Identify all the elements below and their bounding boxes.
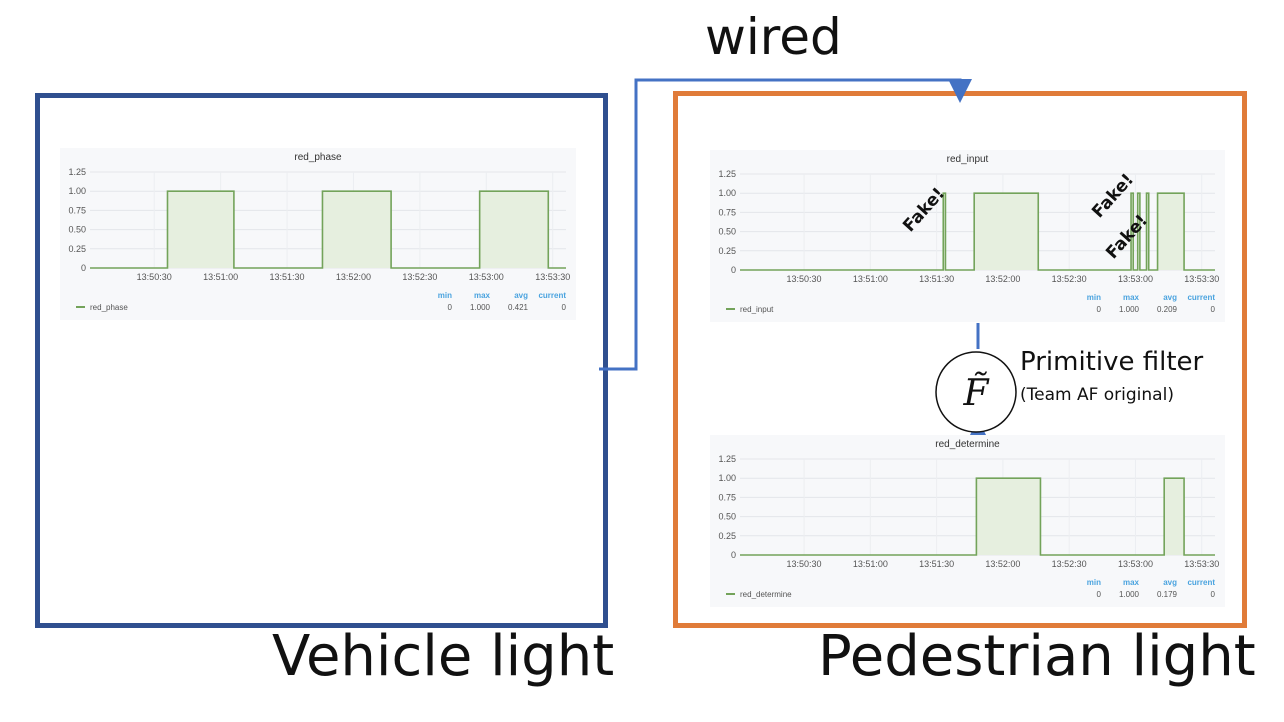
y-tick-label: 1.25 <box>718 454 736 464</box>
wired-label: wired <box>705 8 842 66</box>
x-tick-label: 13:52:00 <box>985 559 1020 569</box>
legend-max-header: max <box>1122 578 1139 587</box>
series-area <box>740 193 1215 270</box>
legend-avg-value: 0.179 <box>1156 590 1177 599</box>
legend-current-header: current <box>1187 293 1215 302</box>
series-area <box>740 478 1215 555</box>
y-tick-label: 1.00 <box>68 186 86 196</box>
legend-series-name: red_input <box>740 305 774 314</box>
x-tick-label: 13:51:30 <box>919 274 954 284</box>
legend-min-value: 0 <box>1096 305 1101 314</box>
series-line <box>90 190 566 269</box>
x-tick-label: 13:51:00 <box>853 274 888 284</box>
series-line <box>740 477 1215 556</box>
y-tick-label: 1.00 <box>718 188 736 198</box>
y-tick-label: 0 <box>731 265 736 275</box>
x-tick-label: 13:52:00 <box>336 272 371 282</box>
legend-current-value: 0 <box>561 303 566 312</box>
x-tick-label: 13:51:00 <box>203 272 238 282</box>
x-tick-label: 13:53:00 <box>1118 274 1153 284</box>
chart-legend: red_phase min max avg current 0 1.000 0.… <box>60 288 576 314</box>
red-phase-chart: 1.25 1.00 0.75 0.50 0.25 0 13:50:30 13:51:00 13:… <box>68 167 570 282</box>
legend-avg-header: avg <box>514 291 528 300</box>
vehicle-light-frame <box>35 93 608 628</box>
x-tick-label: 13:52:30 <box>1052 559 1087 569</box>
x-tick-label: 13:50:30 <box>787 274 822 284</box>
legend-max-header: max <box>473 291 490 300</box>
legend-swatch <box>726 308 735 310</box>
y-tick-label: 0.75 <box>718 207 736 217</box>
legend-max-header: max <box>1122 293 1139 302</box>
filter-symbol-icon: F̃ <box>935 351 1017 433</box>
red-input-chart: 1.25 1.00 0.75 0.50 0.25 0 13:50:30 13:51:00 13:… <box>718 169 1219 284</box>
x-tick-label: 13:50:30 <box>787 559 822 569</box>
x-tick-label: 13:53:00 <box>469 272 504 282</box>
wired-connector-line <box>599 78 972 371</box>
y-tick-label: 1.25 <box>68 167 86 177</box>
legend-min-value: 0 <box>447 303 452 312</box>
legend-avg-header: avg <box>1163 293 1177 302</box>
y-tick-label: 0.50 <box>718 512 736 522</box>
y-tick-label: 0.75 <box>718 492 736 502</box>
x-tick-label: 13:51:00 <box>853 559 888 569</box>
legend-current-header: current <box>1187 578 1215 587</box>
legend-avg-value: 0.209 <box>1156 305 1177 314</box>
legend-avg-value: 0.421 <box>507 303 528 312</box>
y-tick-label: 0.25 <box>718 531 736 541</box>
y-tick-label: 0.75 <box>68 205 86 215</box>
x-tick-label: 13:53:00 <box>1118 559 1153 569</box>
legend-min-value: 0 <box>1096 590 1101 599</box>
x-tick-label: 13:52:00 <box>985 274 1020 284</box>
series-area <box>90 191 566 268</box>
y-tick-label: 0.50 <box>718 227 736 237</box>
chart-title: red_input <box>946 154 989 165</box>
legend-series-name: red_determine <box>740 590 792 599</box>
legend-current-value: 0 <box>1210 590 1215 599</box>
x-tick-label: 13:51:30 <box>270 272 305 282</box>
x-tick-label: 13:51:30 <box>919 559 954 569</box>
y-tick-label: 1.25 <box>718 169 736 179</box>
legend-current-value: 0 <box>1210 305 1215 314</box>
legend-series-name: red_phase <box>90 303 128 312</box>
y-tick-label: 0.50 <box>68 225 86 235</box>
x-tick-label: 13:52:30 <box>1052 274 1087 284</box>
pedestrian-light-label: Pedestrian light <box>818 624 1256 689</box>
legend-swatch <box>76 306 85 308</box>
x-tick-label: 13:53:30 <box>1184 559 1219 569</box>
x-tick-label: 13:52:30 <box>402 272 437 282</box>
y-tick-label: 1.00 <box>718 473 736 483</box>
series-line <box>740 192 1215 271</box>
x-tick-label: 13:53:30 <box>1184 274 1219 284</box>
y-tick-label: 0.25 <box>68 244 86 254</box>
y-tick-label: 0.25 <box>718 246 736 256</box>
y-tick-label: 0 <box>81 263 86 273</box>
red-determine-chart: 1.25 1.00 0.75 0.50 0.25 0 13:50:30 13:51:00 13:… <box>718 454 1219 569</box>
legend-min-header: min <box>1086 578 1101 587</box>
vehicle-light-label: Vehicle light <box>272 624 615 689</box>
legend-swatch <box>726 593 735 595</box>
x-tick-label: 13:50:30 <box>137 272 172 282</box>
filter-symbol-text: F̃ <box>963 372 991 414</box>
chart-title: red_determine <box>935 439 1000 450</box>
legend-max-value: 1.000 <box>469 303 490 312</box>
chart-title: red_phase <box>294 152 342 163</box>
red-determine-panel: red_determine 1.25 1.00 0.75 0.50 0.25 0 13:50… <box>710 435 1225 607</box>
legend-max-value: 1.000 <box>1118 305 1139 314</box>
legend-current-header: current <box>538 291 566 300</box>
legend-min-header: min <box>437 291 452 300</box>
chart-legend: red_input min max avg current 0 1.000 0.… <box>710 290 1225 316</box>
legend-max-value: 1.000 <box>1118 590 1139 599</box>
chart-legend: red_determine min max avg current 0 1.00… <box>710 575 1225 601</box>
filter-subtitle: (Team AF original) <box>1020 385 1174 405</box>
x-tick-label: 13:53:30 <box>535 272 570 282</box>
legend-min-header: min <box>1086 293 1101 302</box>
y-tick-label: 0 <box>731 550 736 560</box>
filter-title: Primitive filter <box>1020 347 1204 377</box>
legend-avg-header: avg <box>1163 578 1177 587</box>
